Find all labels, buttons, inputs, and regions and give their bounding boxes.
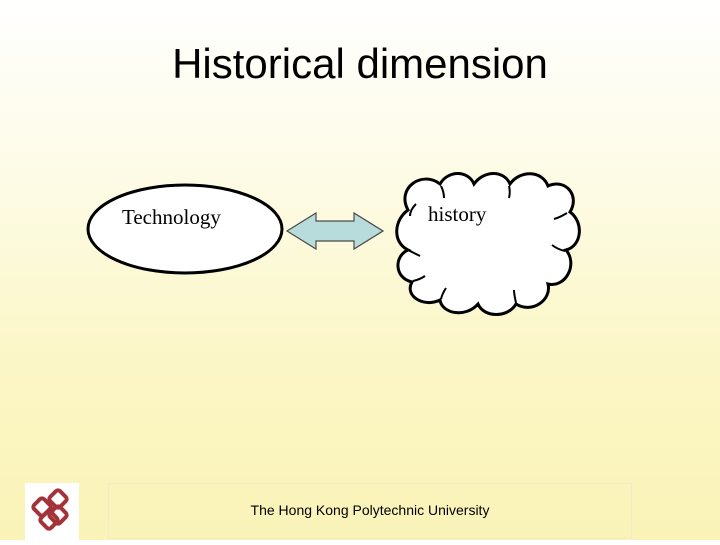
technology-node-shape[interactable] [86,183,284,275]
slide-title: Historical dimension [172,40,548,87]
history-node-shape[interactable] [395,172,581,316]
polyu-logo-icon [31,488,69,531]
history-node-label: history [428,202,487,226]
technology-node-label: Technology [122,205,221,229]
double-arrow-connector[interactable] [285,211,385,251]
footer-panel [108,483,632,539]
footer-university-name: The Hong Kong Polytechnic University [250,502,490,518]
logo-panel [25,483,79,540]
